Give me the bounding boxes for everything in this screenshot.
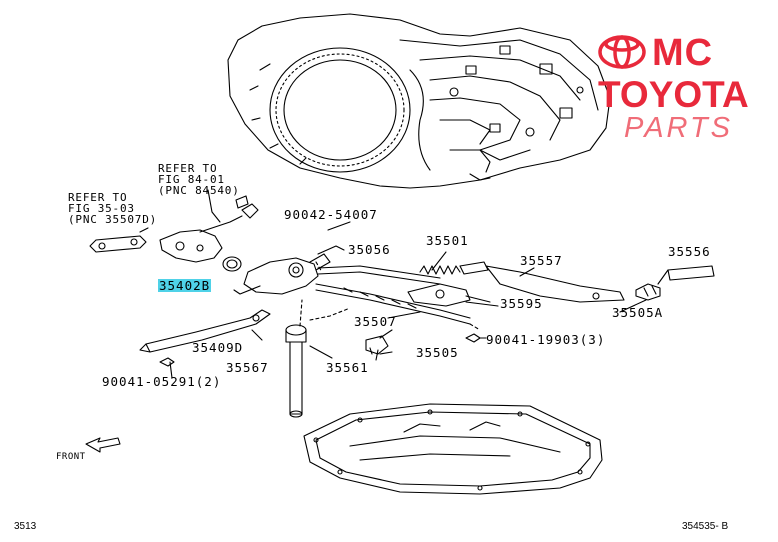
spring-drawing — [419, 261, 489, 275]
oil-pan-drawing — [303, 403, 603, 495]
part-label-35501[interactable]: 35501 — [426, 233, 469, 248]
part-label-35567[interactable]: 35567 — [226, 360, 269, 375]
part-label-90041-05291[interactable]: 90041-05291(2) — [102, 374, 222, 389]
part-label-35505[interactable]: 35505 — [416, 345, 459, 360]
part-label-35507[interactable]: 35507 — [354, 314, 397, 329]
brand-toyota: TOYOTA — [598, 74, 749, 115]
footer-left-code: 3513 — [14, 521, 37, 532]
brand-parts: PARTS — [624, 112, 734, 144]
front-arrow-icon — [85, 437, 121, 453]
ref2-line3[interactable]: (PNC 35507D) — [68, 213, 158, 226]
part-label-35561[interactable]: 35561 — [326, 360, 369, 375]
part-label-35409d[interactable]: 35409D — [192, 340, 244, 355]
neutral-switch-drawing — [159, 195, 259, 263]
footer-right-code: 354535- B — [682, 521, 729, 532]
link-bracket-drawing — [89, 227, 149, 253]
manual-lever-drawing — [233, 245, 345, 295]
part-label-90042-54007[interactable]: 90042-54007 — [284, 207, 378, 222]
lever-bracket-drawing — [407, 283, 491, 307]
ref2-line2: FIG 35-03 — [68, 202, 135, 215]
part-label-35402b[interactable]: 35402B — [158, 278, 212, 293]
part-label-35056[interactable]: 35056 — [348, 242, 391, 257]
ref2-line1: REFER TO — [68, 191, 128, 204]
detent-spring-drawing — [635, 283, 661, 301]
part-label-90041-19903[interactable]: 90041-19903(3) — [486, 332, 606, 347]
brand-mc: MC — [652, 32, 714, 74]
part-label-35557[interactable]: 35557 — [520, 253, 563, 268]
part-label-35595[interactable]: 35595 — [500, 296, 543, 311]
shaft-drawing — [285, 324, 307, 418]
park-rod-drawing — [365, 329, 393, 355]
link-rod-drawing — [139, 309, 271, 353]
ref1-line2: FIG 84-01 — [158, 173, 225, 186]
part-label-35505a[interactable]: 35505A — [612, 305, 664, 320]
part-label-35556[interactable]: 35556 — [668, 244, 711, 259]
oil-seal-drawing — [222, 256, 242, 272]
front-label: FRONT — [56, 452, 86, 462]
bracket-plate-drawing — [485, 265, 625, 303]
toyota-emblem-icon — [598, 35, 646, 69]
ref1-line3[interactable]: (PNC 84540) — [158, 184, 240, 197]
transmission-case-drawing — [227, 13, 611, 189]
ref1-line1: REFER TO — [158, 162, 218, 175]
